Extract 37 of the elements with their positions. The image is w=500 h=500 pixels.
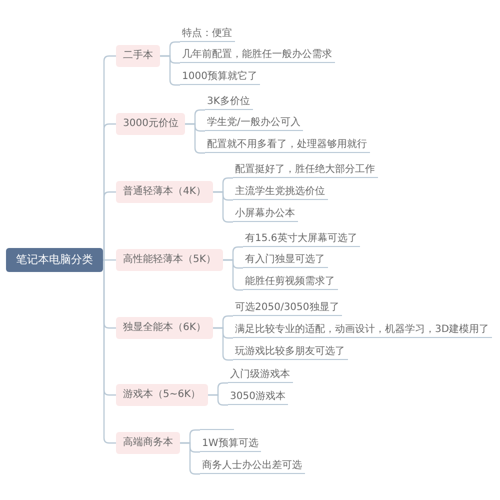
connector-line	[160, 55, 180, 86]
connector-line	[180, 442, 200, 475]
connector-line	[102, 191, 116, 261]
connector-line	[103, 259, 116, 261]
connector-line	[213, 327, 233, 361]
subtopic-text: 特点：便宜	[180, 27, 235, 42]
subtopic-text: 能胜任剪视频需求了	[243, 275, 338, 290]
branch-topic: 高端商务本	[116, 432, 180, 454]
branch-topic: 独显全能本（6K）	[116, 317, 213, 339]
subtopic-text: 满足比较专业的适配，动画设计，机器学习，3D建模用了	[233, 323, 492, 338]
subtopic-text: 1W预算可选	[200, 437, 262, 452]
branch-topic: 普通轻薄本（4K）	[116, 181, 213, 203]
branch-topic: 高性能轻薄本（5K）	[116, 249, 223, 271]
subtopic-text: 1000预算就它了	[180, 70, 260, 85]
connector-line	[223, 259, 243, 291]
connector-line	[102, 259, 116, 444]
subtopic-text: 有15.6英寸大屏幕可选了	[243, 232, 360, 247]
subtopic-text: 入门级游戏本	[228, 368, 293, 383]
connector-line	[185, 123, 205, 154]
subtopic-text: 主流学生党挑选价位	[233, 185, 328, 200]
subtopic-text: 玩游戏比较多朋友可选了	[233, 345, 348, 360]
subtopic-text: 3050游戏本	[228, 390, 288, 405]
connector-line	[208, 394, 228, 406]
branch-topic: 二手本	[116, 45, 160, 67]
root-topic: 笔记本电脑分类	[6, 248, 103, 272]
subtopic-text: 小屏幕办公本	[233, 207, 298, 222]
subtopic-text: 可选2050/3050独显了	[233, 301, 342, 316]
subtopic-text: 配置挺好了，胜任绝大部分工作	[233, 163, 378, 178]
subtopic-text: 配置就不用多看了，处理器够用就行	[205, 138, 370, 153]
subtopic-text: 有入门独显可选了	[243, 253, 328, 268]
connector-line	[213, 191, 233, 223]
subtopic-text: 3K多价位	[205, 95, 253, 110]
subtopic-text: 学生党/一般办公可入	[205, 116, 304, 131]
branch-topic: 3000元价位	[116, 113, 186, 135]
subtopic-text: 商务人士办公出差可选	[200, 459, 305, 474]
subtopic-text: 几年前配置，能胜任一般办公需求	[180, 48, 335, 63]
branch-topic: 游戏本（5~6K）	[116, 384, 208, 406]
